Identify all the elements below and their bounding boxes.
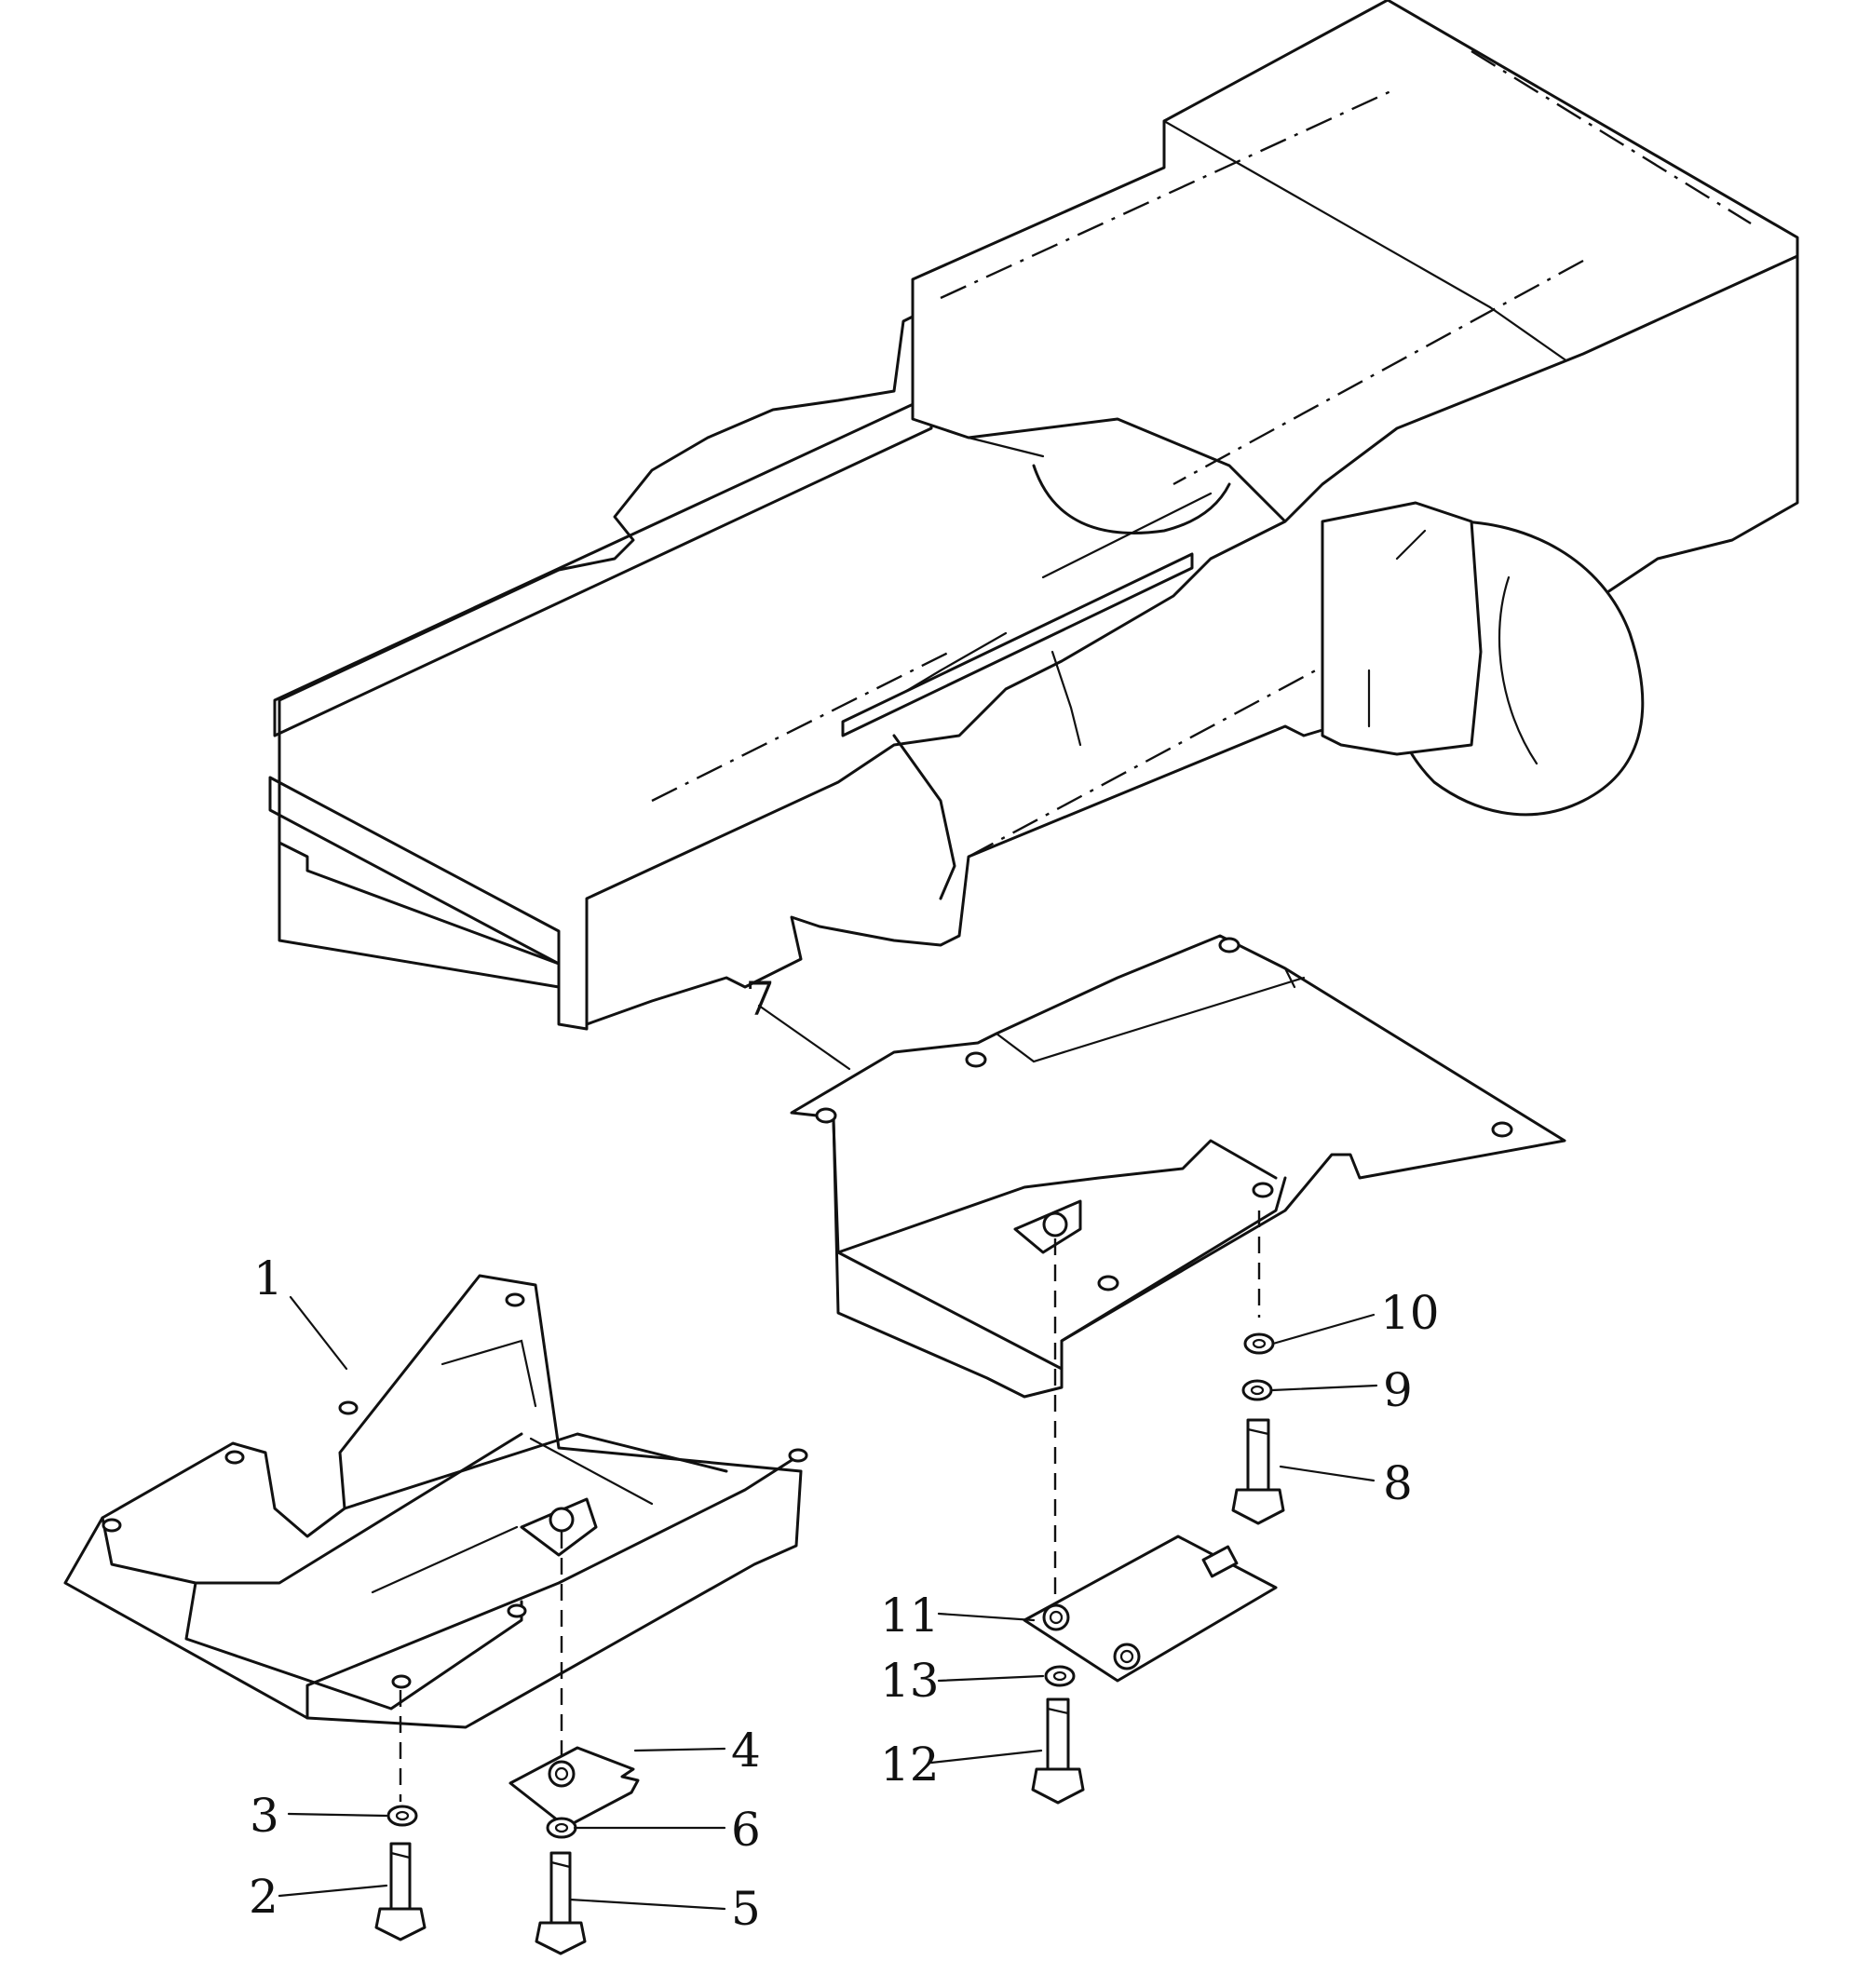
washer-part-13 xyxy=(1044,1665,1076,1687)
guard-part-1 xyxy=(63,1210,1261,1802)
part-label-5: 5 xyxy=(731,1882,761,1936)
part-label-6: 6 xyxy=(731,1803,761,1857)
part-label-1: 1 xyxy=(253,1251,283,1305)
bolt-part-12 xyxy=(1031,1697,1085,1805)
part-label-13: 13 xyxy=(880,1654,940,1708)
part-label-4: 4 xyxy=(731,1724,761,1778)
plate-part-11 xyxy=(1023,1535,1278,1683)
part-label-7: 7 xyxy=(745,972,775,1026)
part-label-2: 2 xyxy=(249,1870,278,1924)
washer-part-3 xyxy=(386,1805,418,1827)
bolt-part-8 xyxy=(1231,1418,1285,1525)
leader-lines xyxy=(278,1004,1378,1911)
washer-part-10 xyxy=(1243,1332,1275,1355)
bolt-part-5 xyxy=(535,1851,587,1955)
part-label-11: 11 xyxy=(880,1589,940,1643)
bolt-part-2 xyxy=(374,1842,427,1941)
part-label-10: 10 xyxy=(1380,1286,1440,1340)
plate-part-4 xyxy=(508,1746,640,1829)
part-label-3: 3 xyxy=(250,1789,279,1843)
washer-part-6 xyxy=(546,1817,577,1839)
guard-part-7 xyxy=(790,934,1566,1620)
main-frame xyxy=(268,0,1799,1031)
part-label-8: 8 xyxy=(1383,1456,1413,1510)
part-label-12: 12 xyxy=(880,1738,940,1792)
part-label-9: 9 xyxy=(1383,1363,1413,1417)
washer-part-9 xyxy=(1241,1379,1273,1401)
